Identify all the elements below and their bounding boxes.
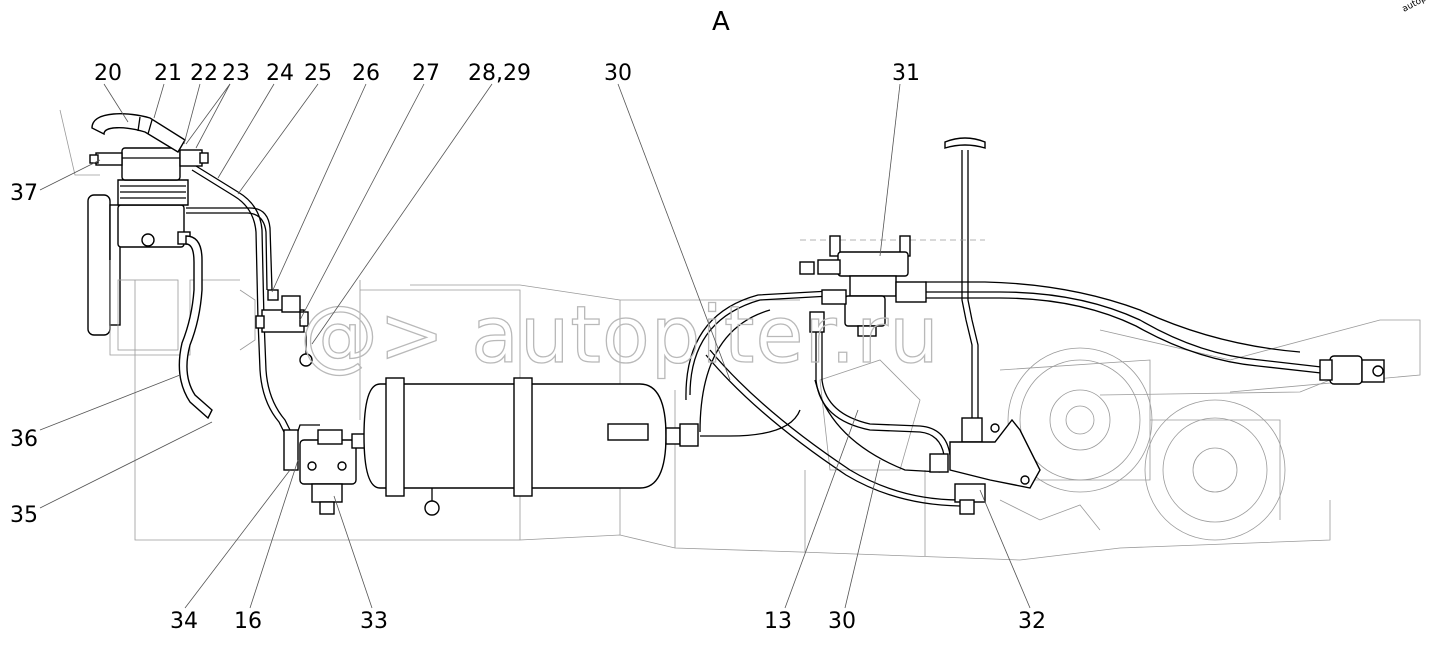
callout-33: 33 xyxy=(360,609,388,634)
callout-32: 32 xyxy=(1018,609,1046,634)
chassis-outline xyxy=(59,109,1421,561)
callouts-top: 20 21 22 23 24 25 26 27 28,29 30 31 xyxy=(94,61,920,86)
callout-16: 16 xyxy=(234,609,262,634)
brake-valve xyxy=(799,235,985,337)
air-receiver xyxy=(363,377,699,516)
callout-24: 24 xyxy=(266,61,294,86)
callout-13: 13 xyxy=(764,609,792,634)
leader-lines xyxy=(39,83,1031,609)
callout-36: 36 xyxy=(10,427,38,452)
callout-31: 31 xyxy=(892,61,920,86)
coupling-head xyxy=(1319,355,1385,385)
callout-21: 21 xyxy=(154,61,182,86)
watermark: @> autopiter.ru xyxy=(300,291,940,381)
callout-25: 25 xyxy=(304,61,332,86)
callout-22: 22 xyxy=(190,61,218,86)
callout-20: 20 xyxy=(94,61,122,86)
callout-26: 26 xyxy=(352,61,380,86)
callout-27: 27 xyxy=(412,61,440,86)
callout-23: 23 xyxy=(222,61,250,86)
callout-30-top: 30 xyxy=(604,61,632,86)
view-label: A xyxy=(712,7,730,37)
regulator-valve xyxy=(283,429,369,515)
hand-brake-valve xyxy=(929,137,1041,515)
pressure-switch-block xyxy=(255,289,313,367)
callout-35: 35 xyxy=(10,503,38,528)
callout-30-bottom: 30 xyxy=(828,609,856,634)
watermark-corner: autopiter.ru xyxy=(1401,0,1436,15)
callout-34: 34 xyxy=(170,609,198,634)
callouts-left: 37 36 35 xyxy=(10,181,38,528)
callouts-bottom: 34 16 33 13 30 32 xyxy=(170,609,1046,634)
callout-28-29: 28,29 xyxy=(468,61,531,86)
compressor xyxy=(87,113,240,356)
callout-37: 37 xyxy=(10,181,38,206)
